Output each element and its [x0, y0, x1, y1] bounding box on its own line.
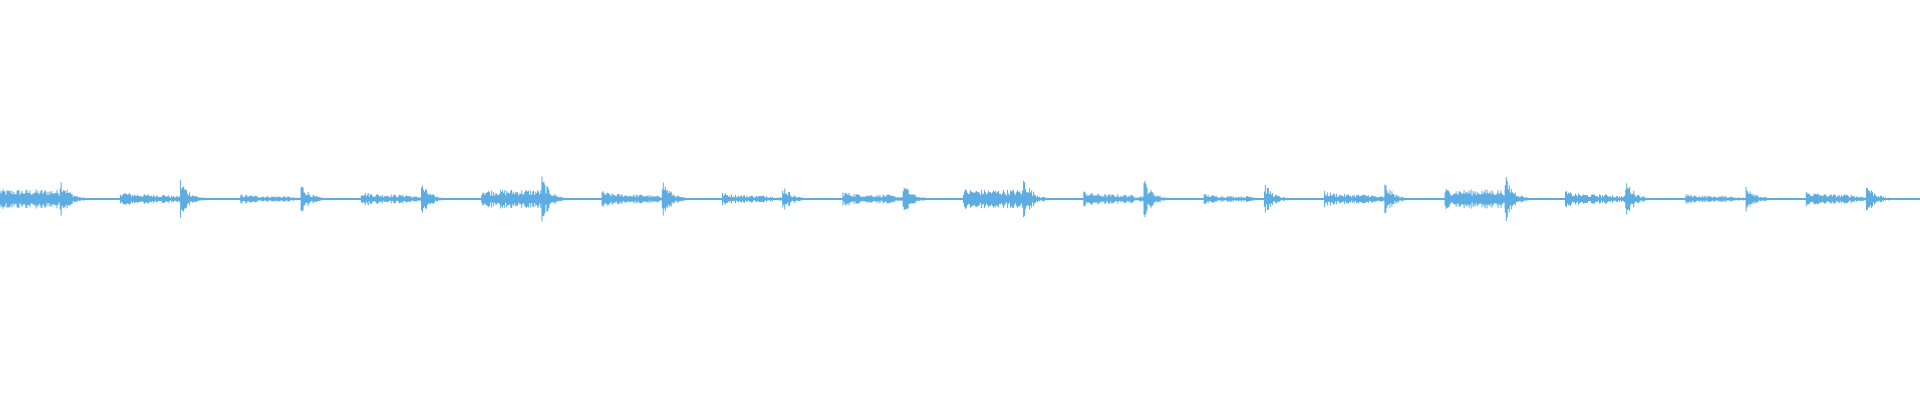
waveform-hit: [1625, 183, 1687, 215]
waveform-hit: [1143, 180, 1205, 218]
waveform-hit: [1565, 191, 1626, 207]
waveform-hit: [0, 189, 61, 209]
waveform-hit: [119, 193, 181, 205]
waveform-hit: [300, 186, 362, 212]
waveform-hit: [1444, 189, 1506, 209]
waveform-hits: [0, 176, 1920, 222]
waveform-hit: [1083, 191, 1145, 207]
waveform-hit: [1263, 185, 1325, 213]
waveform-hit: [421, 185, 482, 213]
waveform-hit: [360, 192, 422, 206]
waveform-hit: [1203, 194, 1265, 204]
waveform-hit: [180, 180, 242, 218]
waveform-hit: [661, 182, 723, 216]
waveform-hit: [782, 188, 844, 210]
waveform-hit: [722, 193, 783, 205]
waveform-hit: [59, 182, 121, 216]
waveform-hit: [1745, 186, 1807, 212]
waveform-hit: [1685, 194, 1747, 204]
waveform-hit: [481, 189, 543, 209]
waveform-hit: [902, 187, 964, 211]
waveform-hit: [842, 192, 904, 206]
waveform-hit: [541, 176, 603, 222]
waveform-hit: [1805, 191, 1867, 207]
waveform-hit: [1866, 187, 1920, 211]
waveform-hit: [1023, 180, 1085, 218]
waveform-hit: [962, 189, 1024, 209]
waveform-hit: [1384, 184, 1446, 214]
waveform-hit: [240, 194, 302, 204]
waveform-hit: [1324, 190, 1386, 208]
waveform-hit: [1504, 177, 1566, 221]
waveform-hit: [601, 191, 663, 207]
